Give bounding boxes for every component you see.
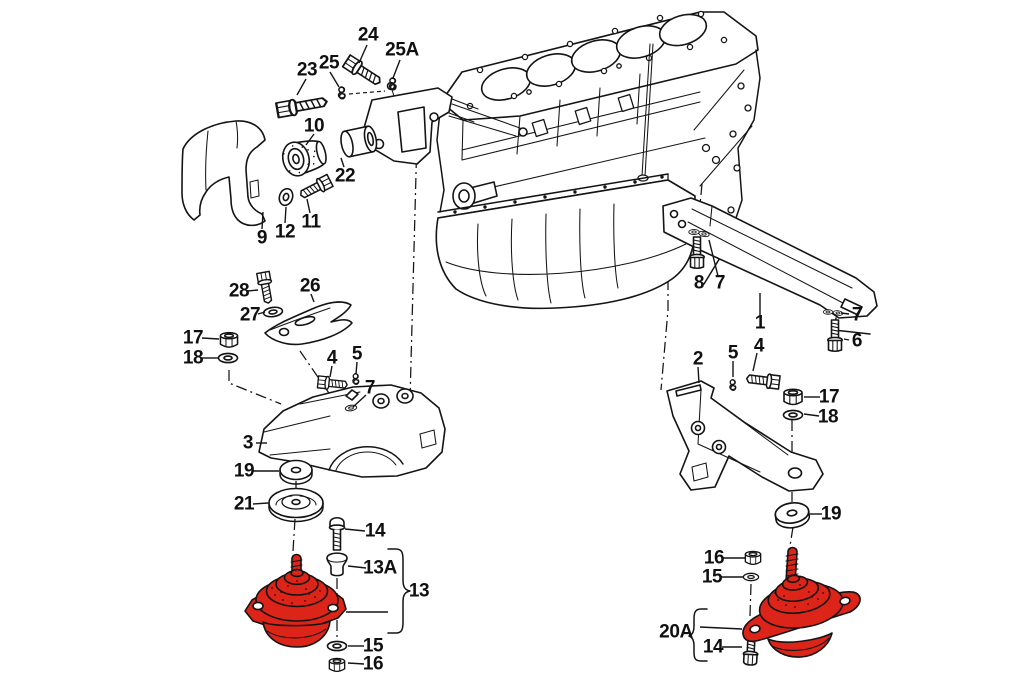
part-callout-16-24[interactable]: 16	[362, 653, 384, 675]
front-mount-bracket	[363, 81, 528, 165]
bolt-6	[826, 319, 844, 353]
part-callout-8-25[interactable]: 8	[693, 272, 705, 294]
part-callout-11-8[interactable]: 11	[301, 211, 321, 233]
bolt-24	[341, 53, 385, 90]
part-callout-14-39[interactable]: 14	[702, 636, 724, 658]
damper-10	[281, 140, 327, 177]
part-callout-4-32[interactable]: 4	[753, 335, 765, 357]
bushing-22	[340, 125, 378, 158]
brace-20a	[688, 608, 708, 662]
part-callout-24-0[interactable]: 24	[357, 24, 379, 46]
washer-19-right	[773, 499, 812, 531]
washer-15-left	[326, 640, 348, 652]
part-callout-5-31[interactable]: 5	[727, 342, 739, 364]
part-callout-9-6[interactable]: 9	[256, 227, 268, 249]
washer-18-right	[782, 409, 804, 421]
part-callout-1-27[interactable]: 1	[754, 312, 766, 334]
cover-9	[181, 120, 266, 227]
bolt-4-right	[745, 370, 781, 391]
part-callout-25-3[interactable]: 25	[318, 52, 340, 74]
washer-27	[262, 305, 284, 319]
bracket-3	[258, 384, 446, 478]
part-callout-10-4[interactable]: 10	[303, 115, 325, 137]
nut-16-right	[744, 550, 762, 566]
callout-leaders	[201, 44, 850, 665]
brace-13	[387, 548, 411, 634]
part-callout-27-10[interactable]: 27	[239, 304, 261, 326]
part-callout-19-35[interactable]: 19	[820, 503, 842, 525]
part-callout-23-2[interactable]: 23	[296, 59, 318, 81]
bolt-28	[255, 270, 276, 305]
clip-5-left	[352, 373, 360, 385]
clip-5-right	[729, 379, 737, 391]
washer-15-right	[742, 572, 760, 582]
bolt-23	[274, 92, 330, 120]
part-callout-7-16[interactable]: 7	[364, 377, 376, 399]
part-callout-5-15[interactable]: 5	[351, 343, 363, 365]
bracket-2	[666, 380, 824, 492]
part-callout-22-5[interactable]: 22	[334, 165, 356, 187]
part-callout-3-17[interactable]: 3	[242, 432, 254, 454]
nut-17-right	[783, 388, 803, 406]
part-callout-13a-21[interactable]: 13A	[363, 557, 397, 579]
part-callout-16-36[interactable]: 16	[703, 547, 725, 569]
clip-25	[337, 86, 346, 100]
nut-16-left	[328, 657, 346, 673]
part-callout-26-11[interactable]: 26	[299, 275, 321, 297]
part-callout-7-26[interactable]: 7	[714, 272, 726, 294]
part-callout-19-18[interactable]: 19	[233, 460, 255, 482]
nut-17-left	[219, 331, 239, 348]
part-callout-25a-1[interactable]: 25A	[385, 39, 419, 61]
part-callout-6-29[interactable]: 6	[851, 330, 863, 352]
part-callout-14-20[interactable]: 14	[364, 520, 386, 542]
heat-shield-26	[264, 301, 353, 346]
part-callout-2-30[interactable]: 2	[692, 348, 704, 370]
washer-21	[268, 487, 324, 523]
engine-mount-left	[244, 553, 347, 648]
part-callout-20a-38[interactable]: 20A	[659, 621, 693, 643]
part-callout-4-14[interactable]: 4	[326, 347, 338, 369]
part-callout-21-19[interactable]: 21	[233, 493, 255, 515]
part-callout-7-28[interactable]: 7	[851, 304, 863, 326]
part-callout-15-23[interactable]: 15	[362, 635, 384, 657]
bolt-11	[296, 173, 335, 203]
bolt-14-left	[328, 516, 346, 551]
engine-block	[435, 10, 761, 310]
part-callout-12-7[interactable]: 12	[274, 221, 296, 243]
part-callout-18-13[interactable]: 18	[182, 347, 204, 369]
part-callout-28-9[interactable]: 28	[228, 280, 250, 302]
engine-mount-right	[742, 546, 861, 658]
part-callout-15-37[interactable]: 15	[701, 566, 723, 588]
part-callout-17-33[interactable]: 17	[818, 386, 840, 408]
washer-12	[278, 187, 294, 207]
part-callout-17-12[interactable]: 17	[182, 327, 204, 349]
part-callout-13-22[interactable]: 13	[408, 580, 430, 602]
washer-19-left	[279, 459, 313, 485]
damper-13a	[326, 552, 348, 577]
deck-bolt-holes	[466, 10, 728, 110]
part-callout-18-34[interactable]: 18	[817, 406, 839, 428]
washer-18-left	[217, 352, 239, 364]
